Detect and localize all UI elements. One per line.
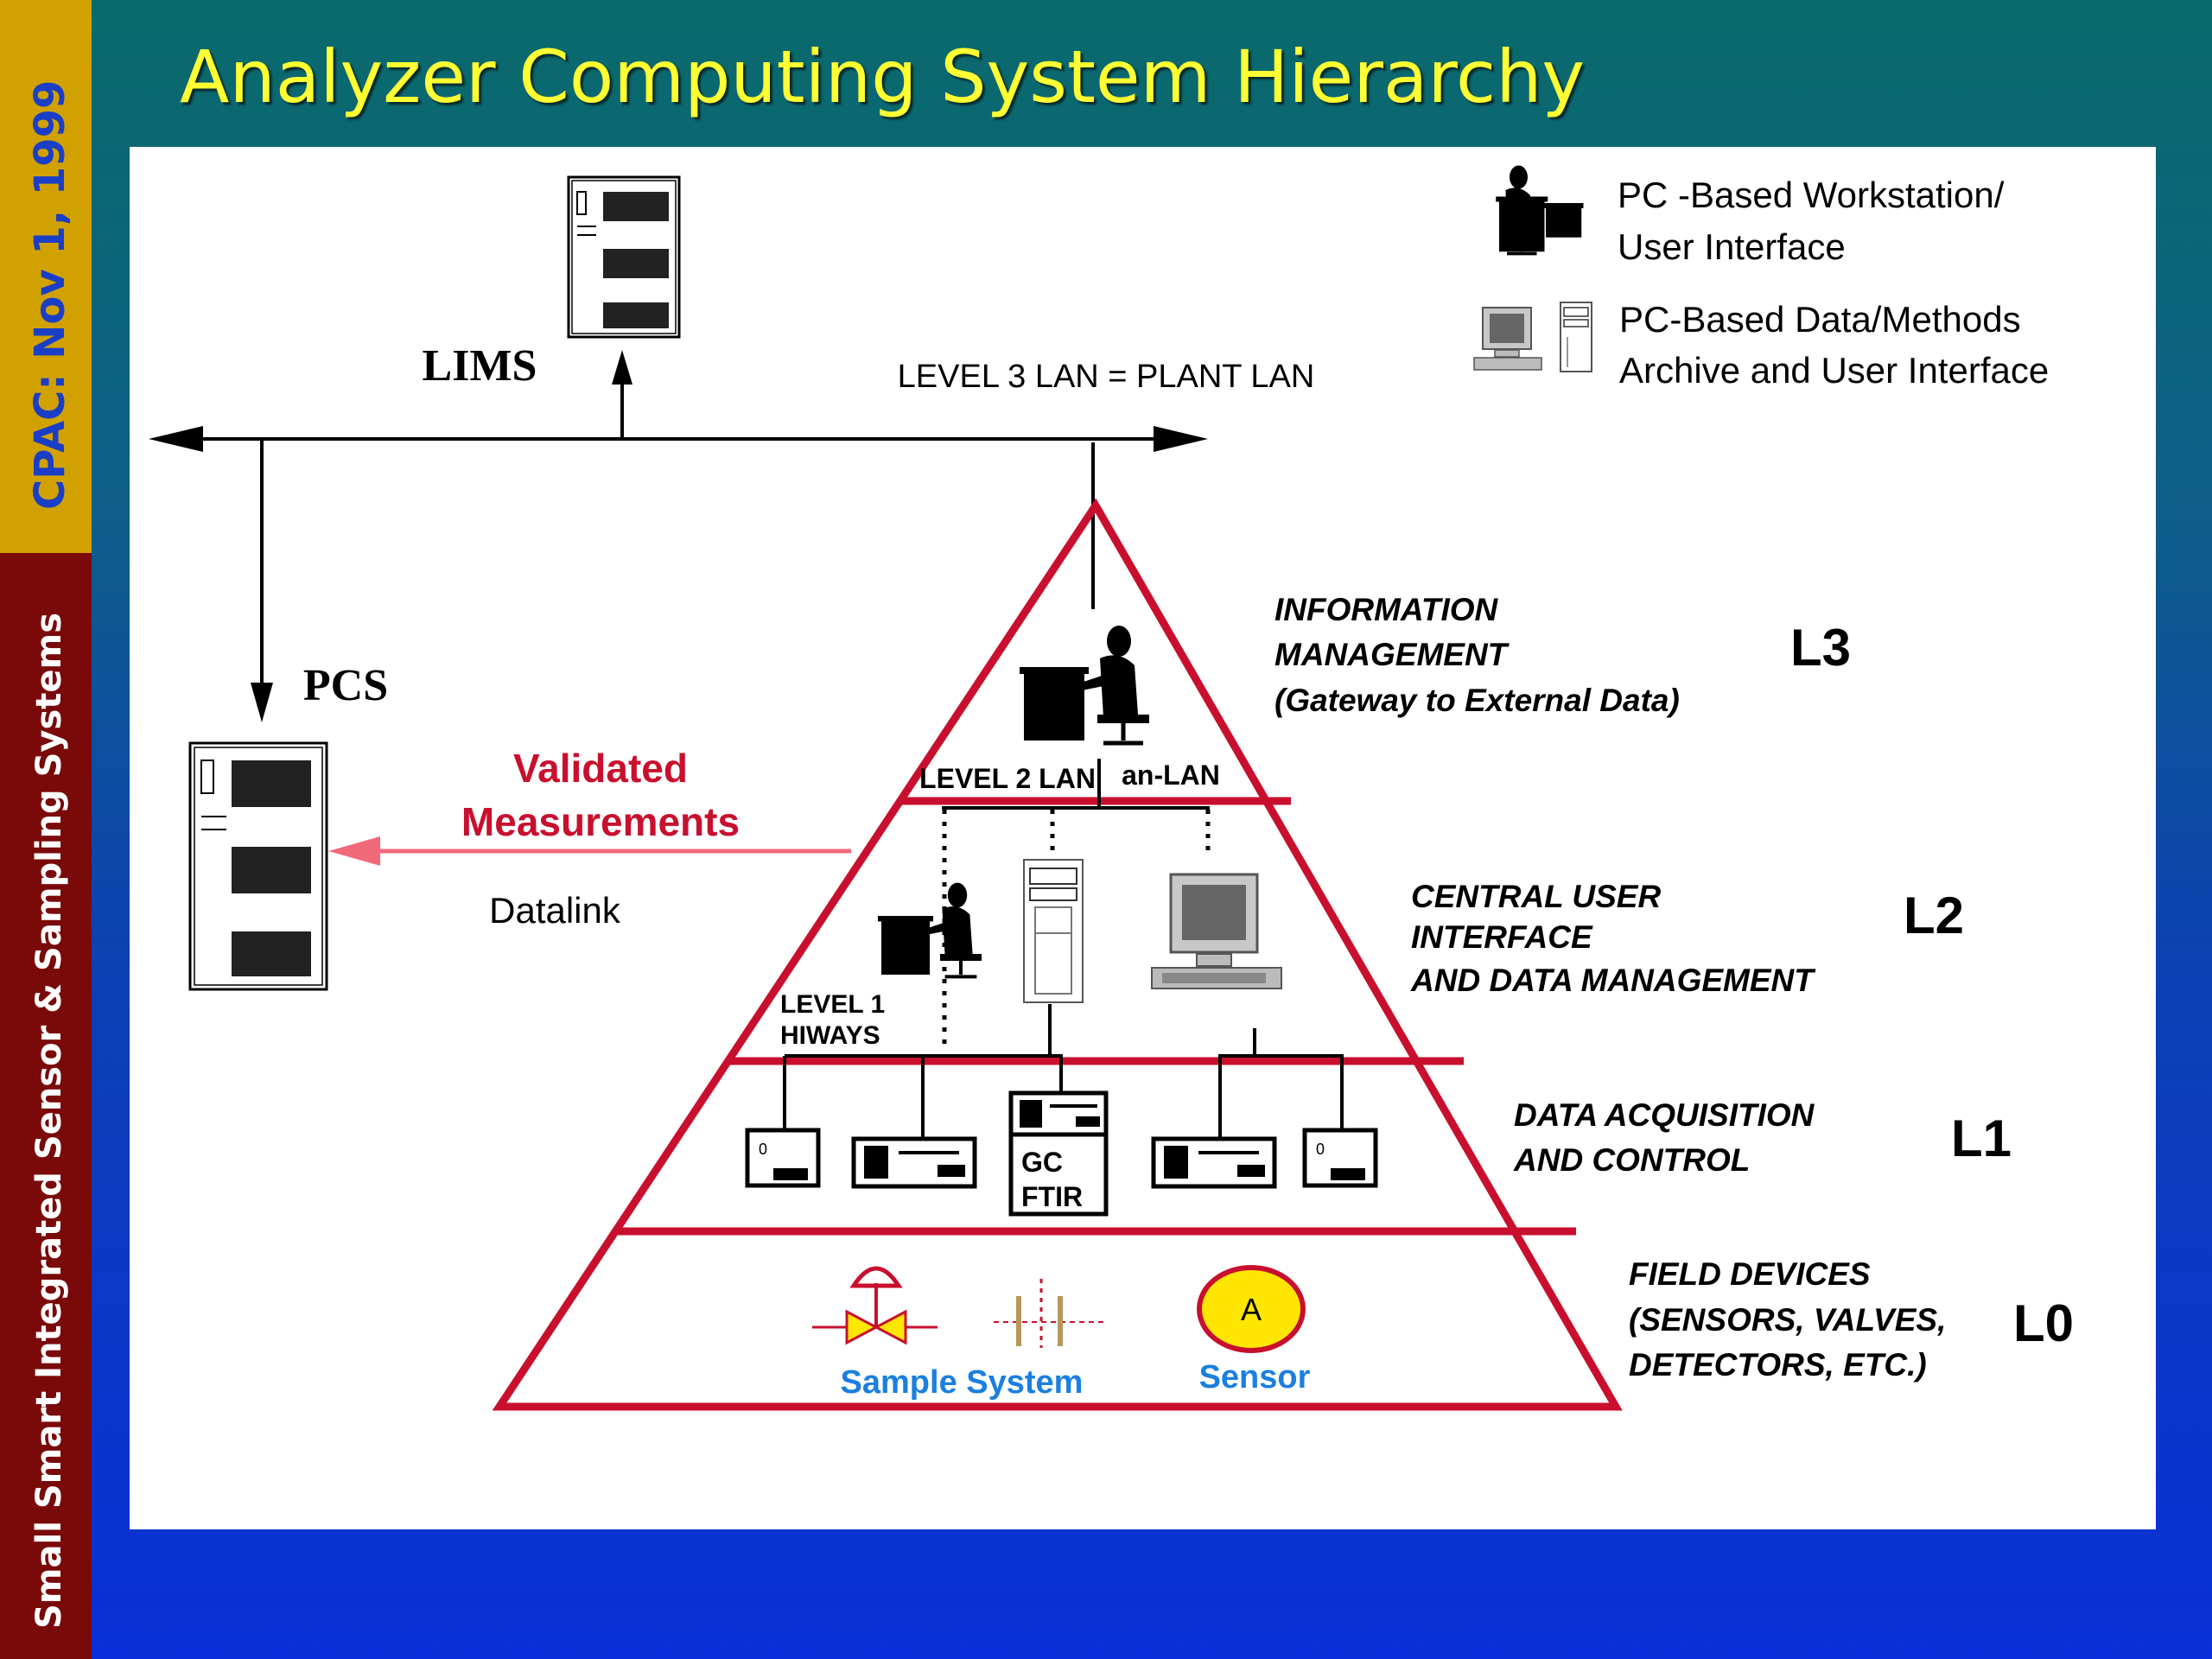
slide-title: Analyzer Computing System Hierarchy — [180, 35, 1586, 119]
legend-archive-line1: PC-Based Data/Methods — [1619, 299, 2021, 340]
legend-archive-line2: Archive and User Interface — [1619, 350, 2049, 391]
l3-line2: MANAGEMENT — [1274, 637, 1510, 672]
l1-controller-small-left: 0 — [745, 1128, 821, 1188]
sidebar-date-band: CPAC: Nov 1, 1999 — [0, 0, 92, 553]
legend-pc-archive-icon — [1473, 302, 1592, 372]
l2-workstation-icon — [878, 882, 982, 979]
l0-line2: (SENSORS, VALVES, — [1629, 1302, 1946, 1338]
level2-bus — [942, 806, 1211, 1050]
level1-label-line1: LEVEL 1 — [780, 990, 885, 1019]
l1-controller-wide-right — [1151, 1136, 1277, 1189]
l0-valve-icon — [812, 1266, 938, 1345]
sensor-symbol: A — [1241, 1292, 1262, 1327]
level1-hiways-bus — [783, 1004, 1344, 1141]
lan-arrow-right — [1154, 426, 1208, 452]
l0-orifice-icon — [994, 1279, 1106, 1348]
lan-arrow-left — [149, 426, 203, 452]
svg-text:0: 0 — [1316, 1141, 1325, 1158]
lims-label: LIMS — [423, 341, 537, 391]
legend-workstation-icon — [1496, 165, 1584, 256]
validated-label-line1: Validated — [513, 746, 688, 791]
level-code-l1: L1 — [1951, 1109, 2012, 1167]
level-l2-description: CENTRAL USER INTERFACE AND DATA MANAGEME… — [1410, 879, 1816, 998]
gc-label: GC — [1021, 1147, 1063, 1178]
l1-line2: AND CONTROL — [1513, 1142, 1750, 1178]
legend-workstation-line1: PC -Based Workstation/ — [1618, 175, 2005, 215]
level-l1-description: DATA ACQUISITION AND CONTROL — [1513, 1097, 1815, 1178]
level3-lan-label: LEVEL 3 LAN = PLANT LAN — [898, 359, 1315, 395]
level1-label-line2: HIWAYS — [780, 1021, 880, 1050]
an-lan-label: an-LAN — [1122, 760, 1220, 791]
sensor-label: Sensor — [1199, 1359, 1311, 1395]
pcs-server-icon — [188, 741, 328, 991]
l1-controller-wide-left — [851, 1136, 977, 1189]
level2-lan-label: LEVEL 2 LAN — [919, 763, 1096, 794]
l3-workstation-icon — [1020, 626, 1149, 746]
diagram-panel — [130, 147, 2156, 1529]
level-code-l2: L2 — [1904, 887, 1964, 944]
sidebar-topic-band: Small Smart Integrated Sensor & Sampling… — [0, 553, 92, 1659]
l3-line3: (Gateway to External Data) — [1274, 683, 1680, 718]
l2-archive-tower-icon — [1023, 859, 1084, 1003]
lims-arrow — [612, 350, 632, 385]
lims-server-icon — [567, 175, 681, 339]
l1-line1: DATA ACQUISITION — [1514, 1097, 1815, 1133]
l3-line1: INFORMATION — [1274, 592, 1499, 627]
sample-system-label: Sample System — [841, 1364, 1084, 1401]
svg-text:0: 0 — [759, 1141, 767, 1158]
l1-gc-ftir-analyzer: GC FTIR — [1008, 1090, 1109, 1217]
validated-label-line2: Measurements — [461, 799, 740, 844]
pcs-arrow — [251, 683, 273, 722]
level-l0-description: FIELD DEVICES (SENSORS, VALVES, DETECTOR… — [1629, 1256, 1946, 1382]
l2-line2: INTERFACE — [1411, 919, 1593, 955]
level-code-l3: L3 — [1790, 619, 1851, 677]
ftir-label: FTIR — [1021, 1181, 1083, 1212]
validated-measurements-arrow — [328, 836, 851, 866]
l0-line1: FIELD DEVICES — [1629, 1256, 1871, 1292]
l0-sensor-icon: A — [1197, 1265, 1306, 1353]
datalink-label: Datalink — [489, 890, 621, 931]
l2-line1: CENTRAL USER — [1411, 879, 1661, 914]
l2-line3: AND DATA MANAGEMENT — [1410, 963, 1816, 998]
pcs-label: PCS — [303, 661, 388, 710]
legend-workstation-line2: User Interface — [1618, 226, 1846, 267]
plant-lan-bus — [149, 350, 1208, 722]
level-l3-description: INFORMATION MANAGEMENT (Gateway to Exter… — [1274, 592, 1680, 718]
level-code-l0: L0 — [2013, 1294, 2074, 1352]
l1-controller-small-right: 0 — [1302, 1128, 1378, 1188]
l0-line3: DETECTORS, ETC.) — [1629, 1347, 1927, 1382]
l2-desktop-computer-icon — [1151, 873, 1282, 989]
